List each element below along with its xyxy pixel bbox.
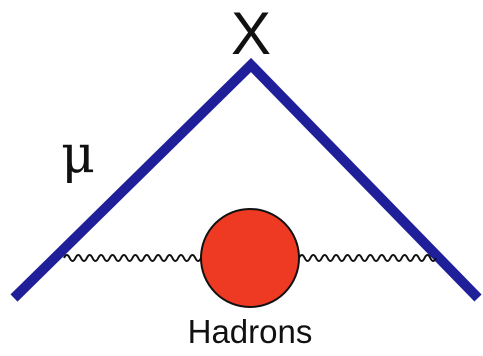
wavy-line-left xyxy=(63,254,202,262)
blob-label: Hadrons xyxy=(188,313,313,350)
vertex-label: X xyxy=(231,0,271,67)
wavy-line-right xyxy=(298,254,437,262)
hadron-blob xyxy=(200,208,300,308)
lepton-label: μ xyxy=(61,125,95,185)
lepton-line xyxy=(10,57,482,302)
